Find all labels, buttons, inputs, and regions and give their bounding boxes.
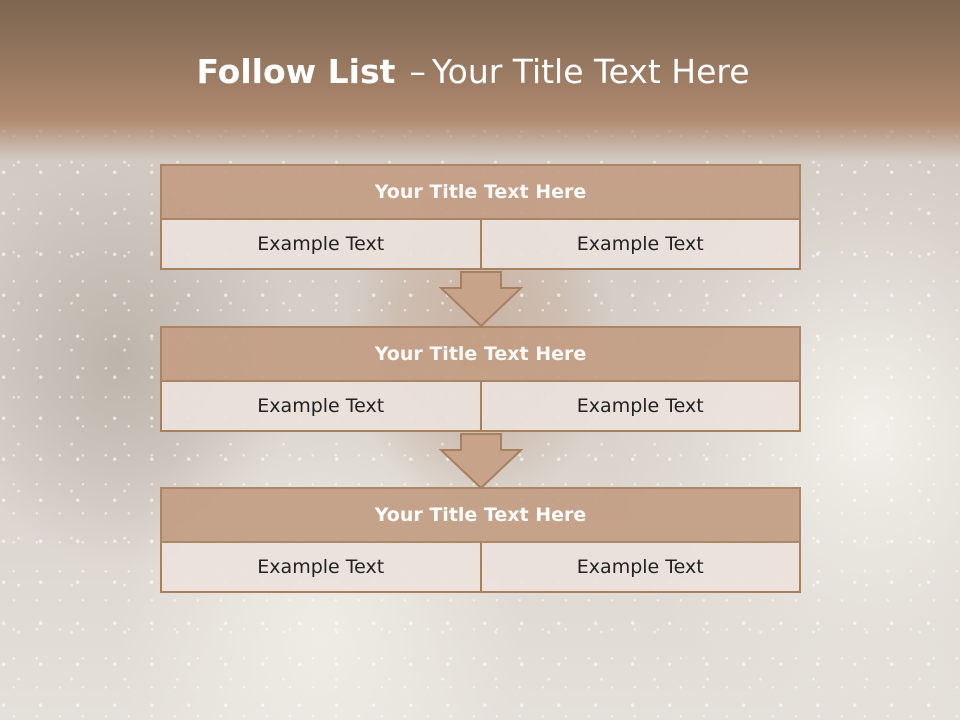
slide-title-bold: Follow List	[196, 52, 396, 91]
block-title: Your Title Text Here	[160, 326, 801, 382]
slide-title-dash: –	[409, 52, 426, 91]
block-title: Your Title Text Here	[160, 487, 801, 543]
example-text-left: Example Text	[162, 382, 480, 430]
list-block-2: Your Title Text Here Example Text Exampl…	[160, 326, 801, 432]
example-text-left: Example Text	[162, 220, 480, 268]
block-title: Your Title Text Here	[160, 164, 801, 220]
example-text-right: Example Text	[479, 543, 799, 591]
slide-title-rest: Your Title Text Here	[431, 52, 750, 91]
header-band	[0, 0, 960, 160]
list-block-1: Your Title Text Here Example Text Exampl…	[160, 164, 801, 270]
down-arrow-icon	[439, 433, 523, 490]
example-text-left: Example Text	[162, 543, 480, 591]
down-arrow-icon	[439, 271, 523, 328]
block-row: Example Text Example Text	[160, 543, 801, 593]
list-block-3: Your Title Text Here Example Text Exampl…	[160, 487, 801, 593]
example-text-right: Example Text	[479, 220, 799, 268]
block-row: Example Text Example Text	[160, 220, 801, 270]
example-text-right: Example Text	[479, 382, 799, 430]
block-row: Example Text Example Text	[160, 382, 801, 432]
slide-title: Follow List–Your Title Text Here	[0, 52, 946, 91]
